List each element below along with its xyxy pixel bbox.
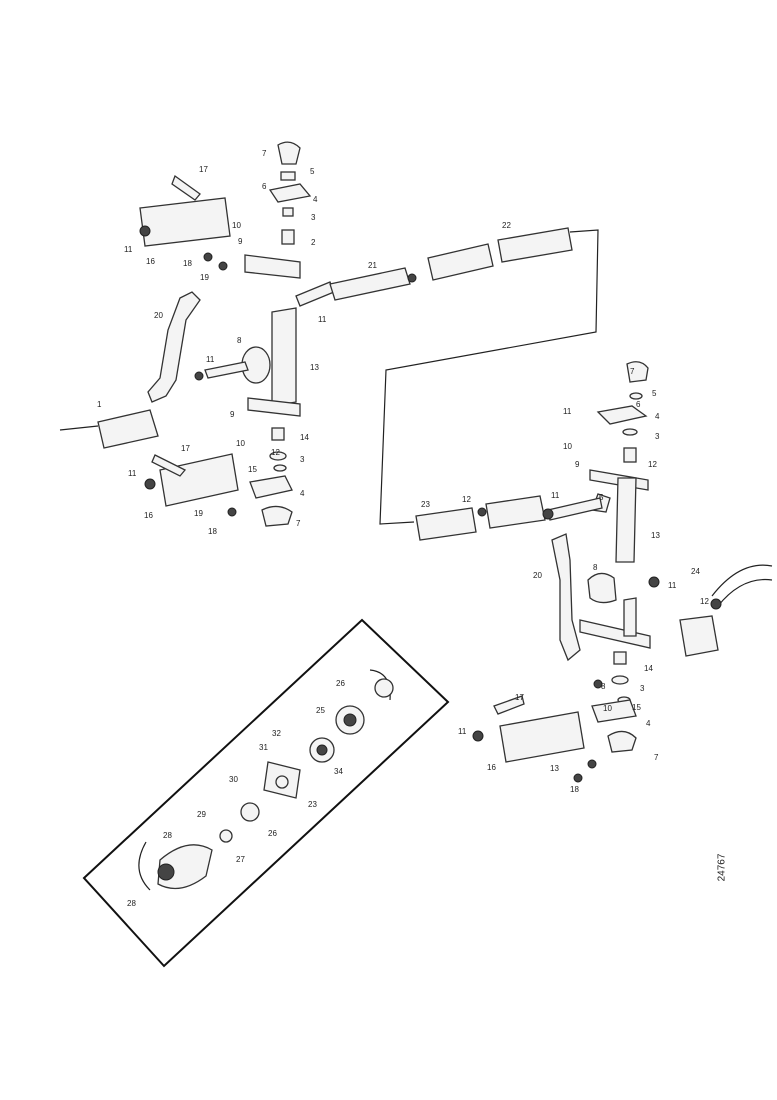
callout-number: 30 [229,775,238,784]
callout-number: 11 [551,491,560,500]
right-assembly [415,361,773,783]
callout-number: 26 [336,679,345,688]
callout-number: 3 [311,213,316,222]
callout-number: 23 [421,500,430,509]
callout-number: 4 [646,719,651,728]
callout-number: 22 [502,221,511,230]
callout-number: 5 [652,389,657,398]
callout-number: 24 [691,567,700,576]
callout-number: 25 [316,706,325,715]
callout-number: 5 [310,167,315,176]
callout-number: 18 [183,259,192,268]
callout-number: 26 [268,829,277,838]
callout-number: 1 [97,400,102,409]
callout-number: 12 [462,495,471,504]
inset-detail [82,618,450,968]
callout-number: 20 [533,571,542,580]
callout-number: 15 [632,703,641,712]
callout-number: 13 [550,764,559,773]
callout-number: 11 [124,245,133,254]
callout-number: 17 [515,693,524,702]
callout-number: 18 [570,785,579,794]
callout-number: 29 [197,810,206,819]
callout-number: 8 [593,563,598,572]
callout-number: 17 [199,165,208,174]
callout-number: 3 [655,432,660,441]
callout-number: 13 [651,531,660,540]
callout-number: 34 [334,767,343,776]
callout-number: 11 [206,355,215,364]
callout-number: 10 [563,442,572,451]
callout-number: 19 [200,273,209,282]
callout-number: 12 [271,448,280,457]
callout-number: 11 [128,469,137,478]
callout-number: 3 [640,684,645,693]
callout-number: 12 [700,597,709,606]
callout-number: 31 [259,743,268,752]
callout-number: 10 [232,221,241,230]
callout-number: 12 [648,460,657,469]
callout-number: 14 [644,664,653,673]
callout-number: 16 [146,257,155,266]
callout-number: 21 [368,261,377,270]
callout-number: 11 [458,727,467,736]
callout-number: 15 [248,465,257,474]
callout-number: 9 [575,460,580,469]
callout-number: 7 [654,753,659,762]
callout-number: 17 [181,444,190,453]
connection-line [379,229,599,525]
callout-number: 4 [300,489,305,498]
callout-number: 7 [630,367,635,376]
callout-number: 28 [163,831,172,840]
callout-number: 32 [272,729,281,738]
callout-number: 16 [487,763,496,772]
callout-number: 10 [236,439,245,448]
callout-number: 13 [310,363,319,372]
callout-number: 4 [655,412,660,421]
callout-number: 16 [144,511,153,520]
callout-number: 23 [308,800,317,809]
callout-number: 11 [563,407,572,416]
callout-number: 7 [262,149,267,158]
callout-number: 5 [599,493,604,502]
callout-number: 6 [636,400,641,409]
left-assembly [59,141,573,527]
callout-number: 3 [300,455,305,464]
callout-number: 7 [296,519,301,528]
callout-number: 14 [300,433,309,442]
callout-number: 20 [154,311,163,320]
callout-number: 18 [208,527,217,536]
callout-number: 28 [127,899,136,908]
callout-number: 10 [603,704,612,713]
callout-number: 19 [194,509,203,518]
callout-number: 8 [601,682,606,691]
callout-number: 27 [236,855,245,864]
inset-frame [82,618,450,968]
callout-number: 8 [237,336,242,345]
callout-number: 11 [668,581,677,590]
callout-number: 4 [313,195,318,204]
callout-number: 9 [238,237,243,246]
callout-number: 11 [318,315,327,324]
callout-number: 2 [311,238,316,247]
callout-number: 6 [262,182,267,191]
callout-number: 9 [230,410,235,419]
